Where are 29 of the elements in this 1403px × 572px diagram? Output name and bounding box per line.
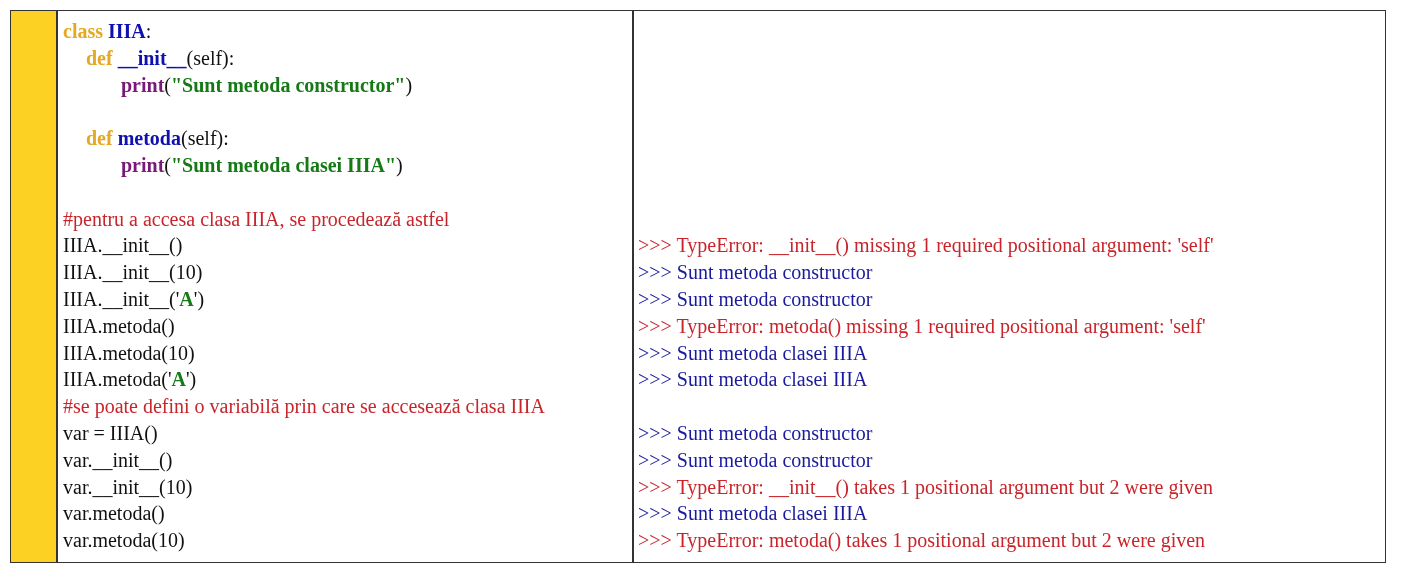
code-comment: #pentru a accesa clasa IIIA, se procedează astfel [63,206,450,231]
code-line: print("Sunt metoda constructor") [121,72,413,97]
code-line: def metoda(self): [86,126,229,151]
output-line: >>> Sunt metoda constructor [638,260,873,285]
code-line: IIIA.metoda(10) [63,340,195,365]
code-line: def __init__(self): [86,45,235,70]
code-line: IIIA.metoda('A') [63,367,197,392]
code-line: IIIA.metoda() [63,313,175,338]
code-line: class IIIA: [63,19,152,43]
code-line: IIIA.__init__('A') [63,287,205,311]
error-output-line: >>> TypeError: metoda() missing 1 required positional argument: 'self' [638,313,1206,338]
code-line: var = IIIA() [63,421,158,445]
output-line: >>> Sunt metoda constructor [638,287,873,311]
code-line: IIIA.__init__() [63,233,183,258]
output-line: >>> Sunt metoda clasei IIIA [638,501,868,526]
code-comment: #se poate defini o variabilă prin care se accesează clasa IIIA [63,394,545,419]
output-line: >>> Sunt metoda clasei IIIA [638,340,868,365]
output-line: >>> Sunt metoda constructor [638,421,873,445]
code-line: var.__init__(10) [63,474,193,499]
code-line: var.metoda() [63,501,165,526]
code-line: IIIA.__init__(10) [63,260,203,285]
error-output-line: >>> TypeError: metoda() takes 1 positional argument but 2 were given [638,528,1206,553]
output-line: >>> Sunt metoda constructor [638,447,873,472]
code-line: var.__init__() [63,447,173,472]
code-line: var.metoda(10) [63,528,185,553]
code-line: print("Sunt metoda clasei IIIA") [121,153,403,177]
error-output-line: >>> TypeError: __init__() takes 1 positional argument but 2 were given [638,474,1213,499]
error-output-line: >>> TypeError: __init__() missing 1 required positional argument: 'self' [638,233,1214,258]
output-line: >>> Sunt metoda clasei IIIA [638,367,868,392]
